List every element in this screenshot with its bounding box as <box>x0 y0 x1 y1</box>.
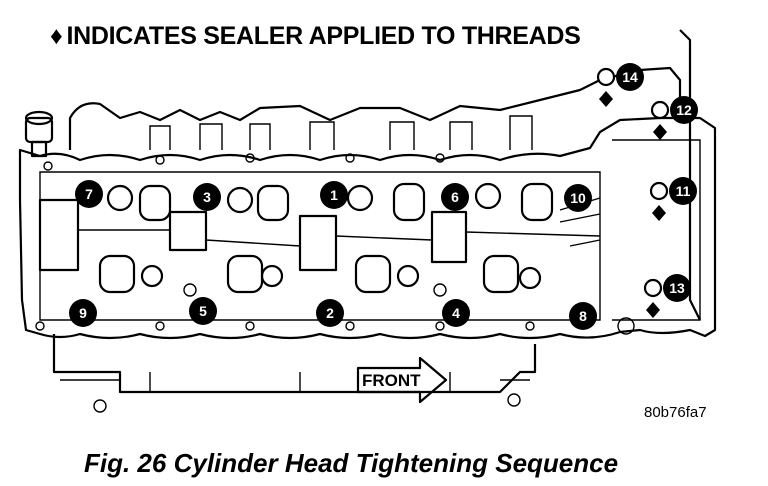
bolt-washer-13 <box>643 278 663 298</box>
diamond-icon: ♦ <box>50 22 63 50</box>
bolt-number-3: 3 <box>203 189 211 205</box>
lower-rail <box>52 334 537 394</box>
inner-deck-outline <box>39 171 601 321</box>
bolt-marker-12: 12 <box>650 96 698 140</box>
front-label: FRONT <box>362 371 421 390</box>
front-arrow-icon <box>356 356 448 404</box>
bolt-marker-4: 4 <box>442 299 470 327</box>
bolt-holes <box>35 153 635 335</box>
figure-id: 80b76fa7 <box>644 404 707 421</box>
sealer-diamond-icon <box>652 205 666 221</box>
bolt-number-11: 11 <box>676 183 691 199</box>
sealer-diamond-icon <box>646 302 660 318</box>
bolt-marker-10: 10 <box>564 184 592 212</box>
left-stud <box>24 110 54 158</box>
bolt-badge-1 <box>320 181 348 209</box>
bolt-number-4: 4 <box>452 305 460 321</box>
bolt-badge-9 <box>69 299 97 327</box>
bolt-marker-7: 7 <box>75 180 103 208</box>
bolt-number-13: 13 <box>669 280 685 296</box>
bolt-marker-1: 1 <box>320 181 348 209</box>
bolt-number-2: 2 <box>326 305 334 321</box>
bolt-number-10: 10 <box>570 190 586 206</box>
bolt-number-9: 9 <box>79 305 87 321</box>
lower-rail-inner <box>60 372 530 392</box>
bolt-marker-9: 9 <box>69 299 97 327</box>
cylinder-head-outline <box>18 116 717 340</box>
sealer-legend: ♦INDICATES SEALER APPLIED TO THREADS <box>50 22 581 51</box>
bolt-number-1: 1 <box>330 187 338 203</box>
bolt-badge-5 <box>189 297 217 325</box>
rocker-bridges <box>38 197 601 272</box>
bolt-badge-13 <box>663 274 691 302</box>
bolt-marker-13: 13 <box>643 274 691 318</box>
bolt-marker-14: 14 <box>596 63 644 107</box>
bolt-number-7: 7 <box>85 186 93 202</box>
sealer-diamond-icon <box>653 124 667 140</box>
lower-right-boss <box>507 393 521 407</box>
bolt-marker-6: 6 <box>441 183 469 211</box>
bolt-marker-8: 8 <box>569 302 597 330</box>
bolt-number-12: 12 <box>676 102 692 118</box>
right-side-pipe <box>679 29 701 321</box>
bolt-washer-12 <box>650 100 670 120</box>
bolt-badge-6 <box>441 183 469 211</box>
bolt-badge-8 <box>569 302 597 330</box>
bolt-badge-14 <box>616 63 644 91</box>
bolt-number-14: 14 <box>622 69 638 85</box>
bolt-badge-11 <box>669 177 697 205</box>
bolt-marker-5: 5 <box>189 297 217 325</box>
bolt-badge-2 <box>316 299 344 327</box>
right-end-plate <box>612 139 701 321</box>
lower-valve-bores <box>98 254 542 297</box>
bolt-number-5: 5 <box>199 303 207 319</box>
bolt-number-6: 6 <box>451 189 459 205</box>
bolt-badge-7 <box>75 180 103 208</box>
upper-camshaft-outline <box>68 66 682 150</box>
bolt-badge-10 <box>564 184 592 212</box>
front-direction-indicator: FRONT <box>356 356 448 404</box>
bolt-marker-11: 11 <box>649 177 697 221</box>
bolt-badge-3 <box>193 183 221 211</box>
bolt-washer-14 <box>596 67 616 87</box>
figure-caption: Fig. 26 Cylinder Head Tightening Sequenc… <box>84 448 619 478</box>
sealer-legend-text: INDICATES SEALER APPLIED TO THREADS <box>66 22 581 50</box>
upper-valve-bores <box>106 182 554 222</box>
bolt-badge-4 <box>442 299 470 327</box>
bolt-number-8: 8 <box>579 308 587 324</box>
bolt-washer-11 <box>649 181 669 201</box>
bolt-badge-12 <box>670 96 698 124</box>
bolt-marker-3: 3 <box>193 183 221 211</box>
sealer-diamond-icon <box>599 91 613 107</box>
camshaft-lobes <box>149 115 533 150</box>
lower-left-boss <box>93 399 107 413</box>
bolt-marker-2: 2 <box>316 299 344 327</box>
